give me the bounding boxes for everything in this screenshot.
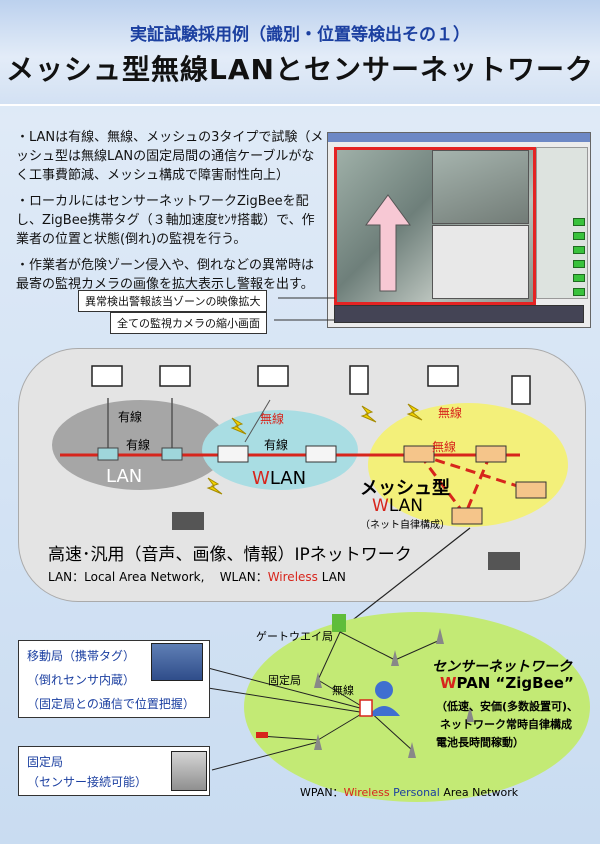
wpan-definition: WPAN：Wireless Personal Area Network [300,786,519,799]
fixed-station-icon [314,672,322,688]
label-lan: LAN [106,466,143,487]
bullet-1: ・LANは有線、無線、メッシュの3タイプで試験（メッシュ型は無線LANの固定局間… [16,130,324,183]
label-wireless: 無線 [438,406,463,420]
status-panel [536,147,588,299]
fixed-station-icon [391,650,399,666]
station-label-1: 固定局 [27,755,64,769]
wireless-bolt-icon [360,405,377,423]
sensor-network-zone [244,612,590,802]
header-band: 実証試験採用例（識別・位置等検出その１） メッシュ型無線LANとセンサーネットワ… [0,0,600,106]
subtitle: 実証試験採用例（識別・位置等検出その１） [130,25,470,45]
camera-icon [172,512,204,530]
tablet-icon [349,365,369,395]
fixed-station-icon [408,742,416,758]
wireless-bolt-icon [206,477,223,495]
mesh-node-icon [451,507,483,525]
label-mesh: メッシュ型 [360,478,450,499]
thumbnail-strip [334,305,584,323]
laptop-icon [159,365,191,387]
status-led [573,274,585,282]
label-wpan: WPAN “ZigBee” [440,674,574,692]
access-point-icon [217,445,249,463]
gateway-icon [332,614,346,632]
sensor-feature-1: （低速、安価(多数設置可)、 [436,700,579,713]
label-wired: 有線 [126,438,151,452]
mobile-station-box: 移動局（携帯タグ） （倒れセンサ内蔵） （固定局との通信で位置把握） [18,640,210,718]
callout-thumbnails: 全ての監視カメラの縮小画面 [110,312,267,334]
bullet-list: ・LANは有線、無線、メッシュの3タイプで試験（メッシュ型は無線LANの固定局間… [16,128,326,301]
tag-icon [359,699,373,717]
status-led [573,246,585,254]
label-wired: 有線 [264,438,289,452]
mobile-label-3: （固定局との通信で位置把握） [27,697,195,711]
laptop-icon [91,365,123,387]
camera-tile-empty [432,225,529,299]
sensor-feature-2: ネットワーク常時自律構成 [440,718,572,731]
mesh-node-icon [515,481,547,499]
bullet-3: ・作業者が危険ゾーン侵入や、倒れなどの異常時は最寄の監視カメラの画像を拡大表示し… [16,258,314,292]
label-mesh-note: （ネット自律構成） [360,520,450,531]
camera-tile [432,150,529,224]
mobile-label-1: 移動局（携帯タグ） [27,649,136,663]
fixed-station-icon [466,706,474,722]
laptop-icon [257,365,289,387]
page-title: メッシュ型無線LANとセンサーネットワーク [6,53,594,86]
wireless-bolt-icon [230,417,247,435]
mobile-label-2: （倒れセンサ内蔵） [27,673,136,687]
status-led [573,288,585,296]
sensor-icon [256,732,268,738]
label-wired: 有線 [118,410,143,424]
ip-network-title: 高速･汎用（音声、画像、情報）IPネットワーク [48,545,412,565]
label-wireless: 無線 [432,440,457,454]
camera-icon [488,552,520,570]
bullet-2: ・ローカルにはセンサーネットワークZigBeeを配し、ZigBee携帯タグ（３軸… [16,194,315,247]
pointer-arrow-icon [365,194,411,292]
sensor-network-title: センサーネットワーク [432,659,572,675]
mesh-node-icon [403,445,435,463]
label-wlan: WLAN [252,468,307,489]
fixed-station-icon [314,734,322,750]
label-wireless: 無線 [332,684,354,697]
mesh-node-icon [475,445,507,463]
status-led [573,218,585,226]
wireless-bolt-icon [406,403,423,421]
status-led [573,232,585,240]
worker-icon [375,681,393,699]
fixed-station-box: 固定局 （センサー接続可能） [18,746,210,796]
tablet-icon [511,375,531,405]
station-label-2: （センサー接続可能） [27,775,148,789]
laptop-icon [427,365,459,387]
lan-zone [52,400,228,490]
station-photo [171,751,207,791]
label-mesh-wlan: WLAN [372,496,424,516]
status-led [573,260,585,268]
fixed-station-icon [436,628,444,644]
window-titlebar [328,133,590,142]
tag-photo [151,643,203,681]
label-gateway: ゲートウエイ局 [256,630,333,643]
label-fixed-station: 固定局 [268,674,301,687]
label-wireless: 無線 [260,412,285,426]
acronym-definitions: LAN：Local Area Network, WLAN：Wireless LA… [48,570,346,584]
monitor-screenshot [327,132,591,328]
sensor-feature-3: 電池長時間稼動） [436,736,524,749]
access-point-icon [305,445,337,463]
callout-zoom: 異常検出警報該当ゾーンの映像拡大 [78,290,268,312]
